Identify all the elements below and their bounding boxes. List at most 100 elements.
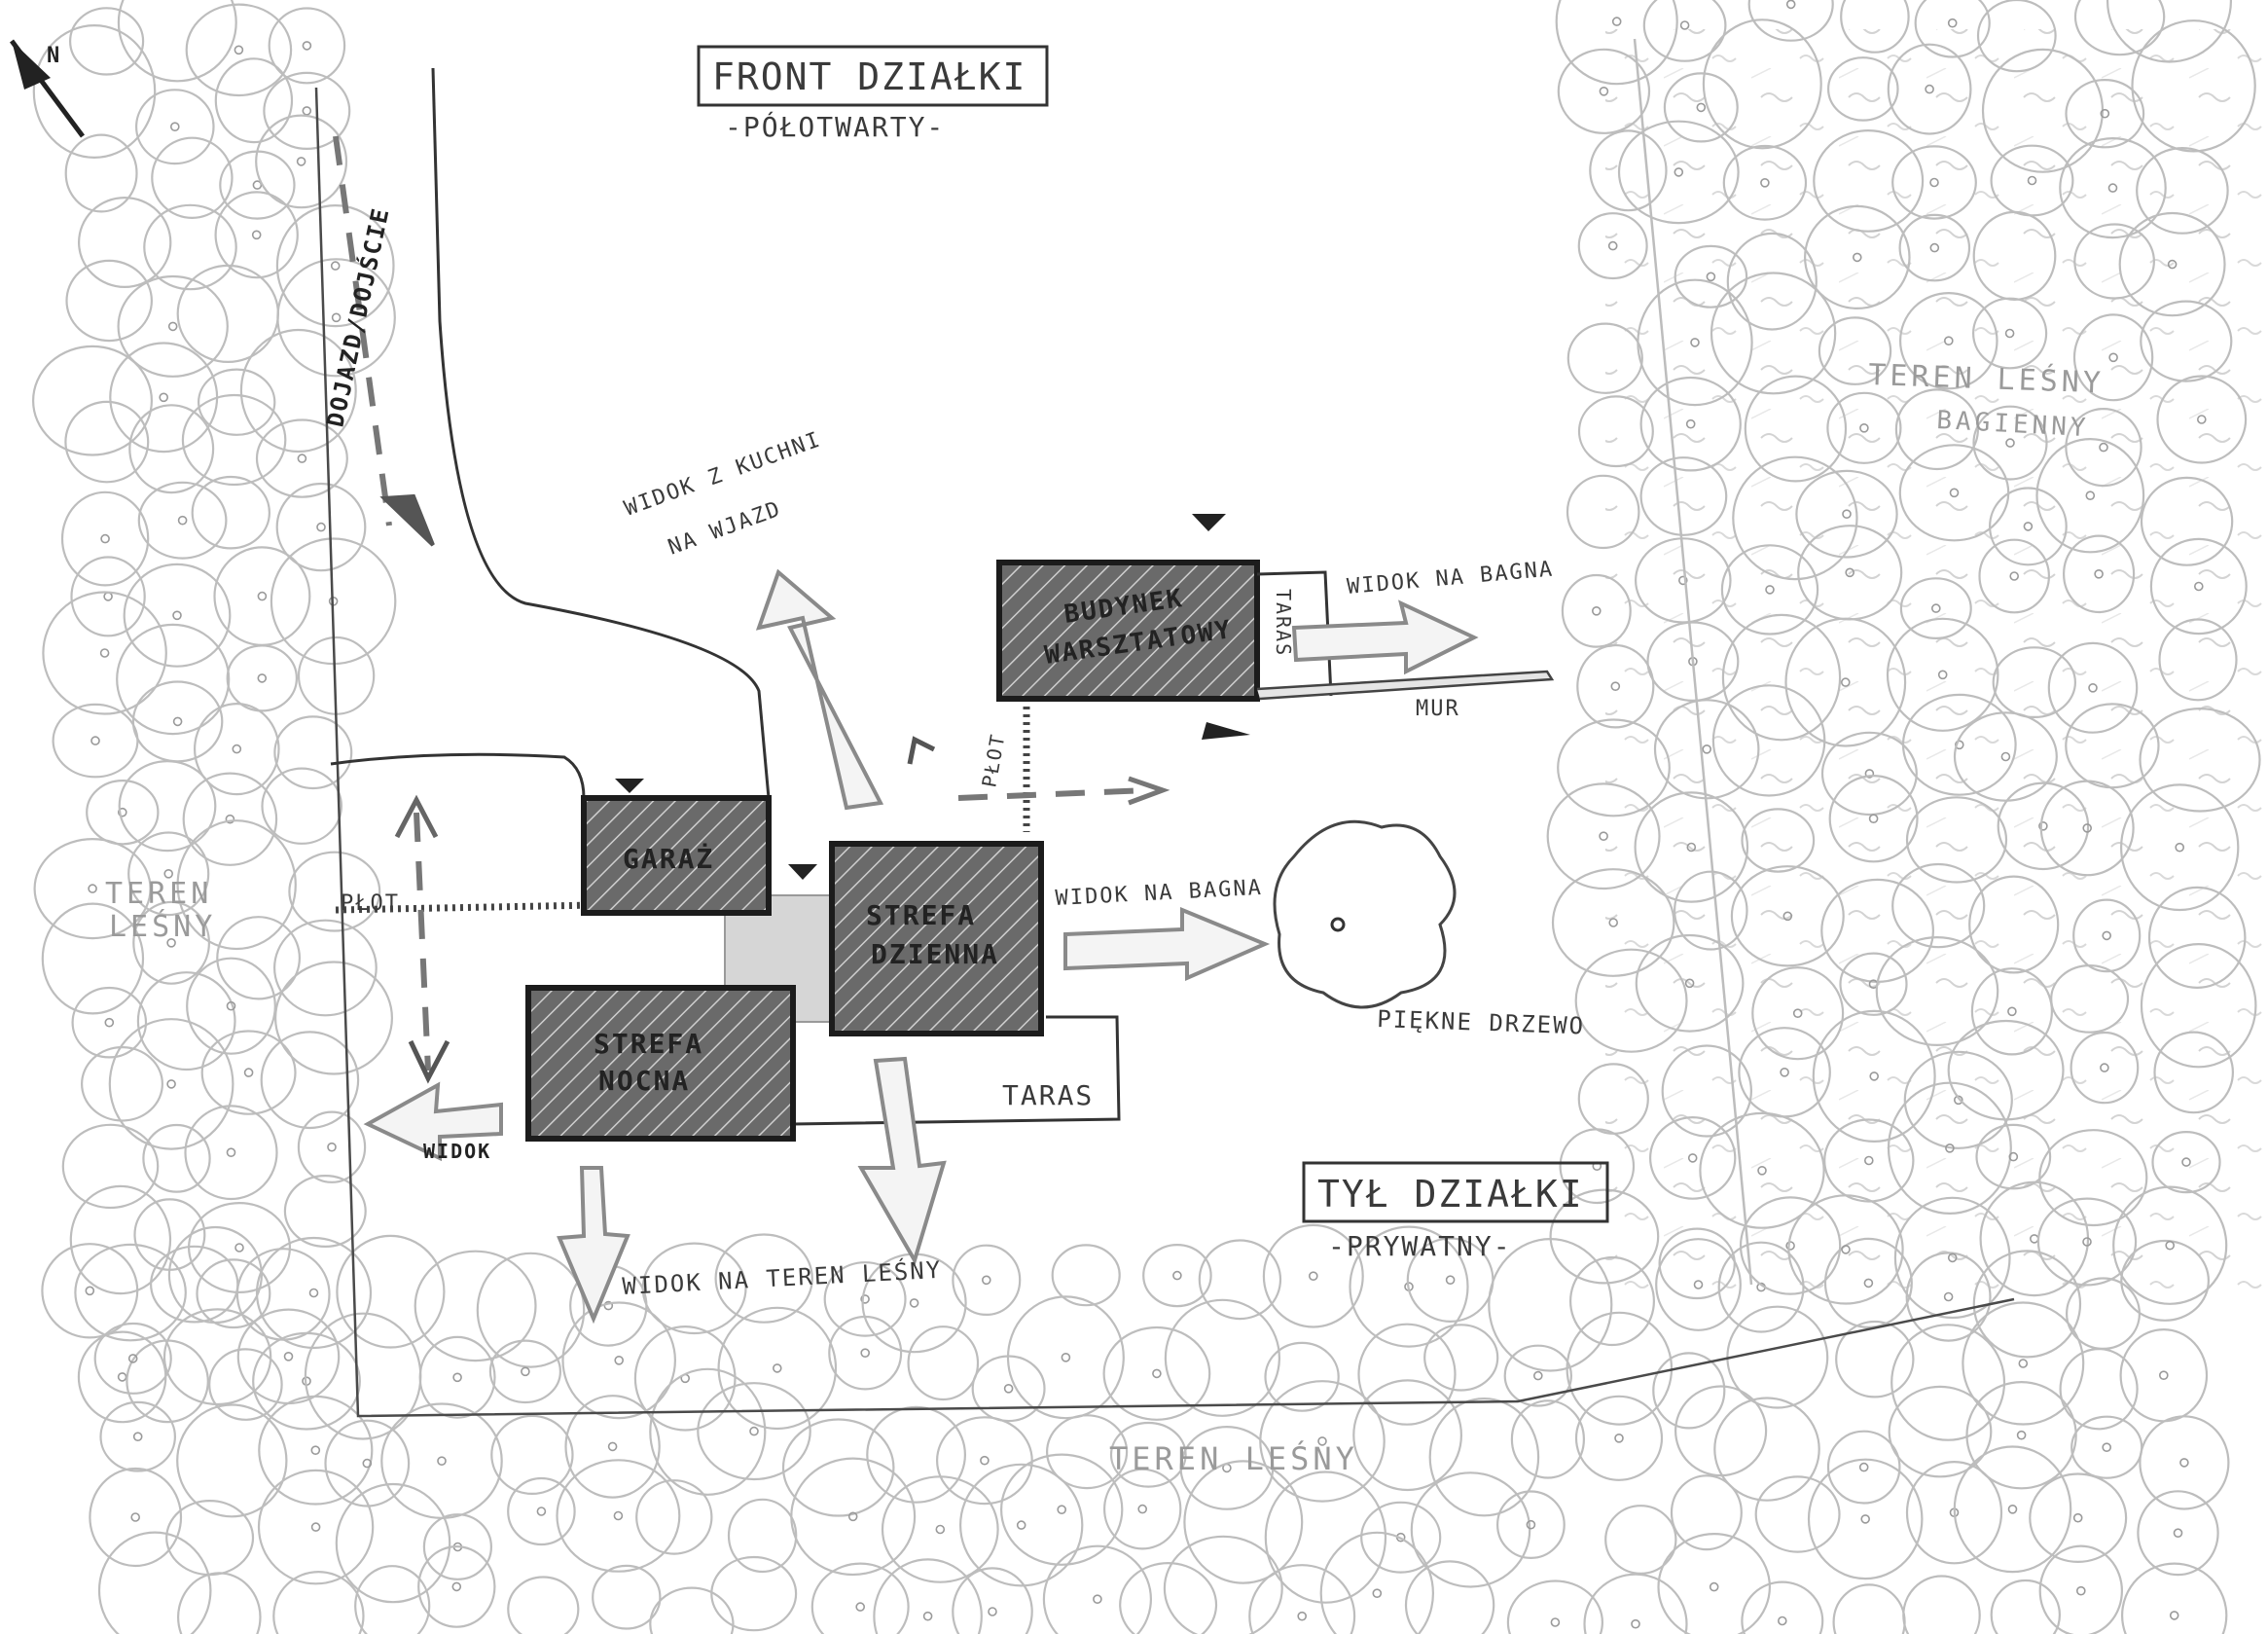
tree-icon bbox=[1903, 1050, 2013, 1149]
tree-icon bbox=[1968, 875, 2060, 974]
tree-trunk-icon bbox=[2082, 823, 2092, 833]
tree-icon bbox=[1965, 1380, 2077, 1490]
tree-icon bbox=[1787, 1194, 1904, 1305]
tree-icon bbox=[1404, 1560, 1495, 1634]
tree-trunk-icon bbox=[1925, 84, 1934, 94]
beautiful-tree: PIĘKNE DRZEWO bbox=[1273, 819, 1585, 1039]
tree-icon bbox=[276, 258, 396, 378]
tree-icon bbox=[128, 404, 215, 494]
tree-icon bbox=[288, 851, 381, 932]
tree-trunk-icon bbox=[1608, 918, 1618, 927]
garage: GARAŻ bbox=[581, 779, 772, 916]
tree-trunk-icon bbox=[1853, 252, 1862, 263]
tree-icon bbox=[32, 23, 157, 160]
tree-icon bbox=[1823, 1118, 1915, 1203]
tree-icon bbox=[507, 1576, 580, 1634]
tree-icon bbox=[1657, 1533, 1771, 1634]
tree-trunk-icon bbox=[1757, 1166, 1767, 1176]
tree-trunk-icon bbox=[1674, 167, 1684, 177]
tree-trunk-icon bbox=[1372, 1588, 1383, 1598]
tree-icon bbox=[93, 1322, 172, 1395]
tree-icon bbox=[1891, 862, 1986, 949]
tree-icon bbox=[2050, 964, 2130, 1034]
tree-trunk-icon bbox=[860, 1294, 870, 1304]
tree-icon bbox=[263, 71, 351, 151]
tree-icon bbox=[952, 1567, 1033, 1634]
tree-trunk-icon bbox=[2038, 820, 2048, 831]
view-west-label: WIDOK bbox=[423, 1140, 491, 1163]
tree-icon bbox=[42, 591, 167, 715]
tree-trunk-icon bbox=[234, 1243, 244, 1253]
tree-icon bbox=[2072, 313, 2154, 402]
entrance-marker-icon bbox=[1192, 514, 1226, 531]
tree-icon bbox=[273, 919, 378, 1017]
tree-icon bbox=[556, 1459, 681, 1573]
tree-icon bbox=[2131, 19, 2256, 153]
tree-icon bbox=[1576, 643, 1655, 729]
fence-east-label: PŁOT bbox=[977, 731, 1009, 788]
north-label: N bbox=[47, 44, 61, 68]
tree-icon bbox=[118, 759, 217, 853]
tree-trunk-icon bbox=[172, 610, 182, 621]
tree-trunk-icon bbox=[607, 1441, 618, 1452]
tree-trunk-icon bbox=[1858, 1462, 1869, 1472]
tree-icon bbox=[2121, 1562, 2228, 1634]
tree-icon bbox=[1164, 1298, 1281, 1417]
tree-icon bbox=[1042, 1544, 1152, 1634]
tree-trunk-icon bbox=[1693, 1280, 1704, 1289]
view-arrow-marsh-day: WIDOK NA BAGNA bbox=[1055, 876, 1271, 982]
tree-icon bbox=[422, 1513, 492, 1580]
tree-icon bbox=[1428, 1397, 1540, 1517]
tree-icon bbox=[177, 1572, 262, 1634]
access-label: DOJAZD/DOJŚCIE bbox=[320, 204, 395, 430]
tree-trunk-icon bbox=[166, 1079, 176, 1089]
tree-icon bbox=[1574, 1395, 1664, 1481]
tree-icon bbox=[1887, 43, 1972, 135]
tree-trunk-icon bbox=[1003, 1384, 1014, 1394]
tree-trunk-icon bbox=[2076, 1585, 2086, 1596]
tree-trunk-icon bbox=[1016, 1520, 1026, 1530]
tree-icon bbox=[1670, 1474, 1743, 1551]
tree-icon bbox=[790, 1457, 917, 1577]
tree-trunk-icon bbox=[1599, 87, 1609, 96]
tree-icon bbox=[275, 204, 395, 328]
tree-icon bbox=[116, 623, 231, 736]
view-kitchen-line2: NA WJAZD bbox=[666, 496, 785, 560]
tree-trunk-icon bbox=[308, 1288, 319, 1298]
tree-trunk-icon bbox=[1785, 1241, 1795, 1251]
tree-icon bbox=[1604, 1505, 1677, 1575]
tree-icon bbox=[1198, 1239, 1282, 1321]
tree-icon bbox=[1119, 1562, 1218, 1634]
tree-icon bbox=[2073, 0, 2166, 56]
tree-trunk-icon bbox=[437, 1456, 447, 1466]
entrance-marker-icon bbox=[788, 864, 817, 880]
tree-icon bbox=[1617, 120, 1740, 225]
tree-icon bbox=[1559, 1128, 1636, 1205]
tree-icon bbox=[1248, 1564, 1356, 1634]
tree-icon bbox=[68, 7, 145, 76]
tree-trunk-icon bbox=[2167, 259, 2178, 270]
tree-trunk-icon bbox=[90, 736, 100, 745]
tree-icon bbox=[2140, 942, 2257, 1069]
tree-icon bbox=[1566, 322, 1643, 394]
tree-icon bbox=[186, 957, 276, 1055]
wall: MUR bbox=[1256, 670, 1555, 721]
tree-icon bbox=[1722, 144, 1808, 221]
tree-trunk-icon bbox=[1869, 1071, 1879, 1081]
tree-icon bbox=[1357, 1323, 1457, 1426]
tree-icon bbox=[297, 1110, 367, 1183]
tree-trunk-icon bbox=[1845, 567, 1854, 578]
tree-trunk-icon bbox=[2085, 490, 2096, 501]
tree-icon bbox=[1349, 1225, 1469, 1348]
tree-trunk-icon bbox=[860, 1348, 871, 1358]
tree-icon bbox=[633, 1325, 737, 1432]
tree-icon bbox=[214, 57, 294, 144]
tree-icon bbox=[958, 1463, 1084, 1587]
tree-trunk-icon bbox=[1931, 603, 1941, 613]
tree-icon bbox=[1574, 948, 1688, 1053]
tree-icon bbox=[476, 1252, 586, 1368]
front-of-plot-label: FRONT DZIAŁKI -PÓŁOTWARTY- bbox=[697, 45, 1049, 143]
tree-icon bbox=[255, 1236, 373, 1350]
north-arrow: N bbox=[9, 39, 86, 138]
tree-icon bbox=[184, 1105, 278, 1201]
